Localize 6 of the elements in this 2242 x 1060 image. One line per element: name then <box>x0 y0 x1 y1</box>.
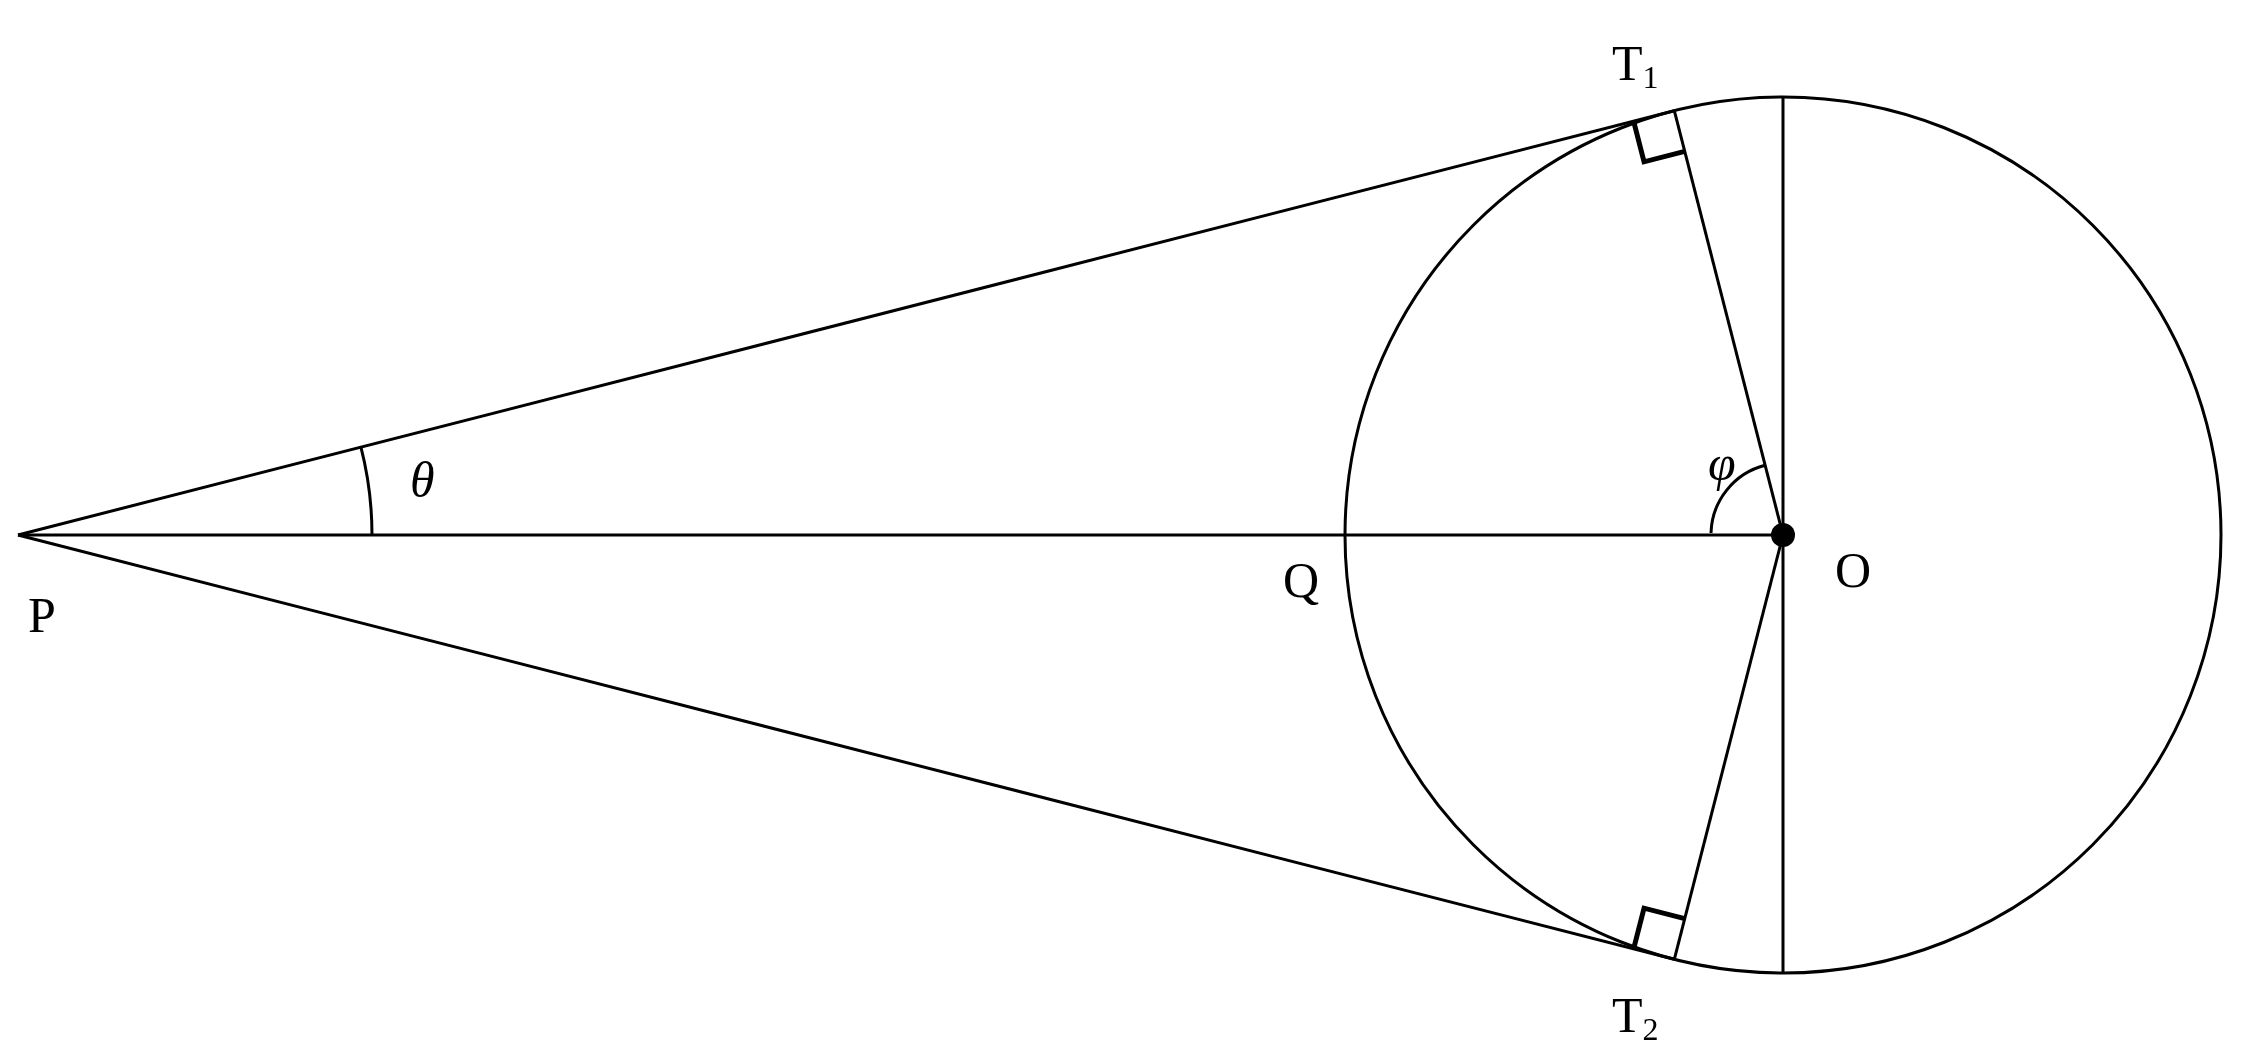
angle-label: θ <box>410 455 435 505</box>
point-label: T$_{2}$ <box>1612 990 1659 1045</box>
point-label: P <box>28 590 56 640</box>
point-label: Q <box>1283 555 1320 605</box>
point-label: O <box>1835 545 1872 595</box>
point-label: T$_{1}$ <box>1612 38 1659 93</box>
